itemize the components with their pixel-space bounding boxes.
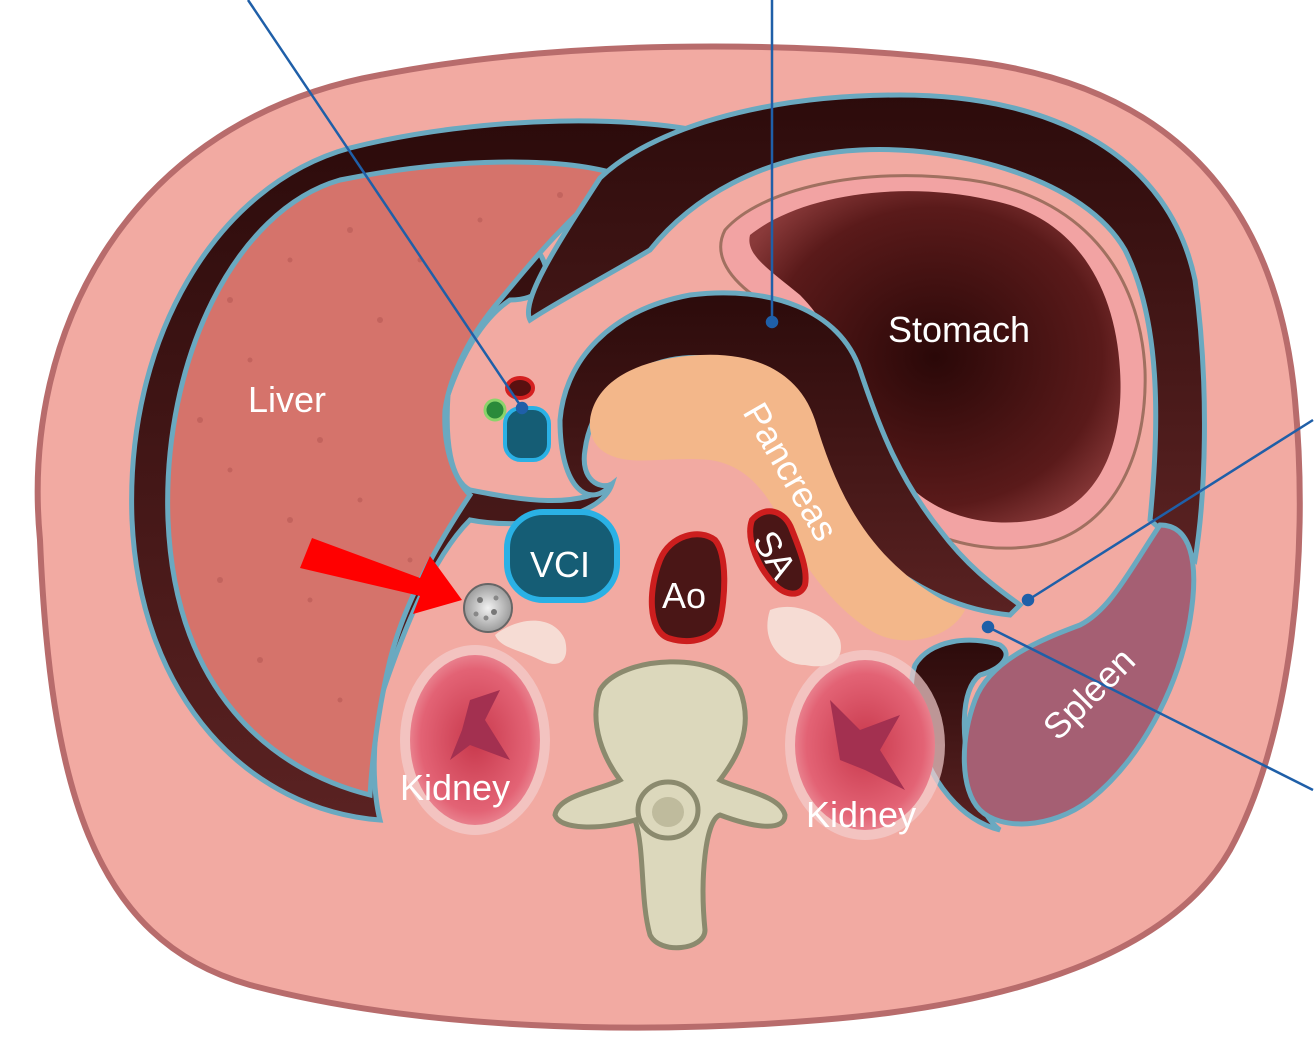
label-kidney-right: Kidney	[400, 767, 510, 808]
vertebra	[552, 659, 788, 951]
stomach-lumen	[749, 191, 1121, 523]
hepatic-artery	[505, 376, 535, 400]
splenic-artery	[747, 508, 809, 597]
label-ao: Ao	[662, 575, 706, 616]
label-liver: Liver	[248, 379, 326, 420]
bile-duct	[483, 398, 507, 422]
aorta	[648, 531, 728, 644]
psoas-right	[495, 620, 567, 664]
red-arrow	[300, 538, 462, 614]
kidney-left	[785, 650, 945, 840]
psoas-left	[767, 606, 841, 667]
pointer-lines	[246, 0, 1314, 792]
vena-cava	[504, 509, 620, 603]
pointer-line-right-lower	[987, 625, 1314, 792]
label-kidney-left: Kidney	[806, 794, 916, 835]
pointer-line-right-upper	[1027, 418, 1314, 602]
pancreas	[589, 354, 965, 641]
label-stomach: Stomach	[888, 309, 1030, 350]
spleen	[961, 522, 1197, 827]
kidney-right	[400, 645, 550, 835]
pointer-line-top-left	[246, 0, 524, 409]
portal-vein	[503, 406, 551, 462]
label-vci: VCI	[530, 544, 590, 585]
lesion-mass	[463, 583, 513, 633]
lesser-sac-upper	[526, 92, 1207, 565]
